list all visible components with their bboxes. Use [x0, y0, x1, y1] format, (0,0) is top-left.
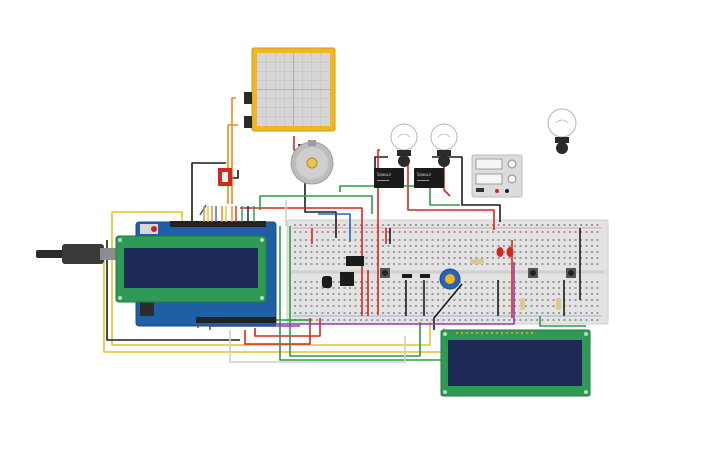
light-bulb[interactable]	[390, 123, 418, 167]
resistor[interactable]	[470, 259, 561, 310]
wire-black	[433, 283, 463, 330]
wire-red	[240, 207, 363, 316]
svg-text:Sᴏɴɢʟᴇ: Sᴏɴɢʟᴇ	[417, 172, 431, 177]
wire-green	[539, 316, 586, 327]
wire-blue	[199, 204, 207, 216]
relay[interactable]: Sᴏɴɢʟᴇ ━━━━━	[414, 168, 444, 188]
wire-black	[191, 162, 226, 222]
lcd-shield[interactable]	[115, 235, 267, 303]
usb-cable-plug	[36, 244, 116, 264]
wire-orange	[227, 124, 238, 204]
slide-switch[interactable]	[218, 168, 232, 186]
header-wires	[203, 206, 255, 222]
wire-black	[106, 240, 240, 341]
oscilloscope[interactable]	[244, 47, 336, 132]
wire-red	[443, 162, 451, 197]
wire-green	[259, 195, 373, 214]
power-supply[interactable]	[471, 154, 523, 198]
slide-switch-small[interactable]	[402, 274, 430, 278]
svg-text:Sᴏɴɢʟᴇ: Sᴏɴɢʟᴇ	[377, 172, 391, 177]
dc-motor[interactable]	[290, 140, 334, 185]
svg-text:━━━━━: ━━━━━	[376, 178, 390, 183]
wire-orange	[231, 97, 236, 204]
wire-black	[432, 156, 501, 222]
wire-red	[244, 318, 311, 345]
relay[interactable]: Sᴏɴɢʟᴇ ━━━━━	[374, 168, 404, 188]
wire-yellow	[111, 230, 431, 346]
wire-white	[229, 330, 406, 363]
light-bulb[interactable]	[547, 108, 577, 154]
wire-red	[254, 318, 321, 337]
wire-yellow	[111, 211, 183, 230]
transistor[interactable]	[322, 276, 332, 288]
wire-blue	[318, 213, 351, 242]
light-bulb[interactable]	[430, 123, 458, 167]
wire-black	[374, 156, 388, 170]
pushbutton[interactable]	[380, 268, 576, 278]
svg-text:━━━━━: ━━━━━	[416, 178, 430, 183]
potentiometer[interactable]	[439, 268, 461, 290]
wire-red	[377, 149, 380, 315]
ic-chip[interactable]	[346, 256, 364, 266]
red-led[interactable]	[496, 247, 514, 257]
lcd-16x2-display[interactable]	[440, 329, 591, 397]
wire-green	[289, 226, 421, 357]
relay-small[interactable]	[340, 272, 354, 286]
